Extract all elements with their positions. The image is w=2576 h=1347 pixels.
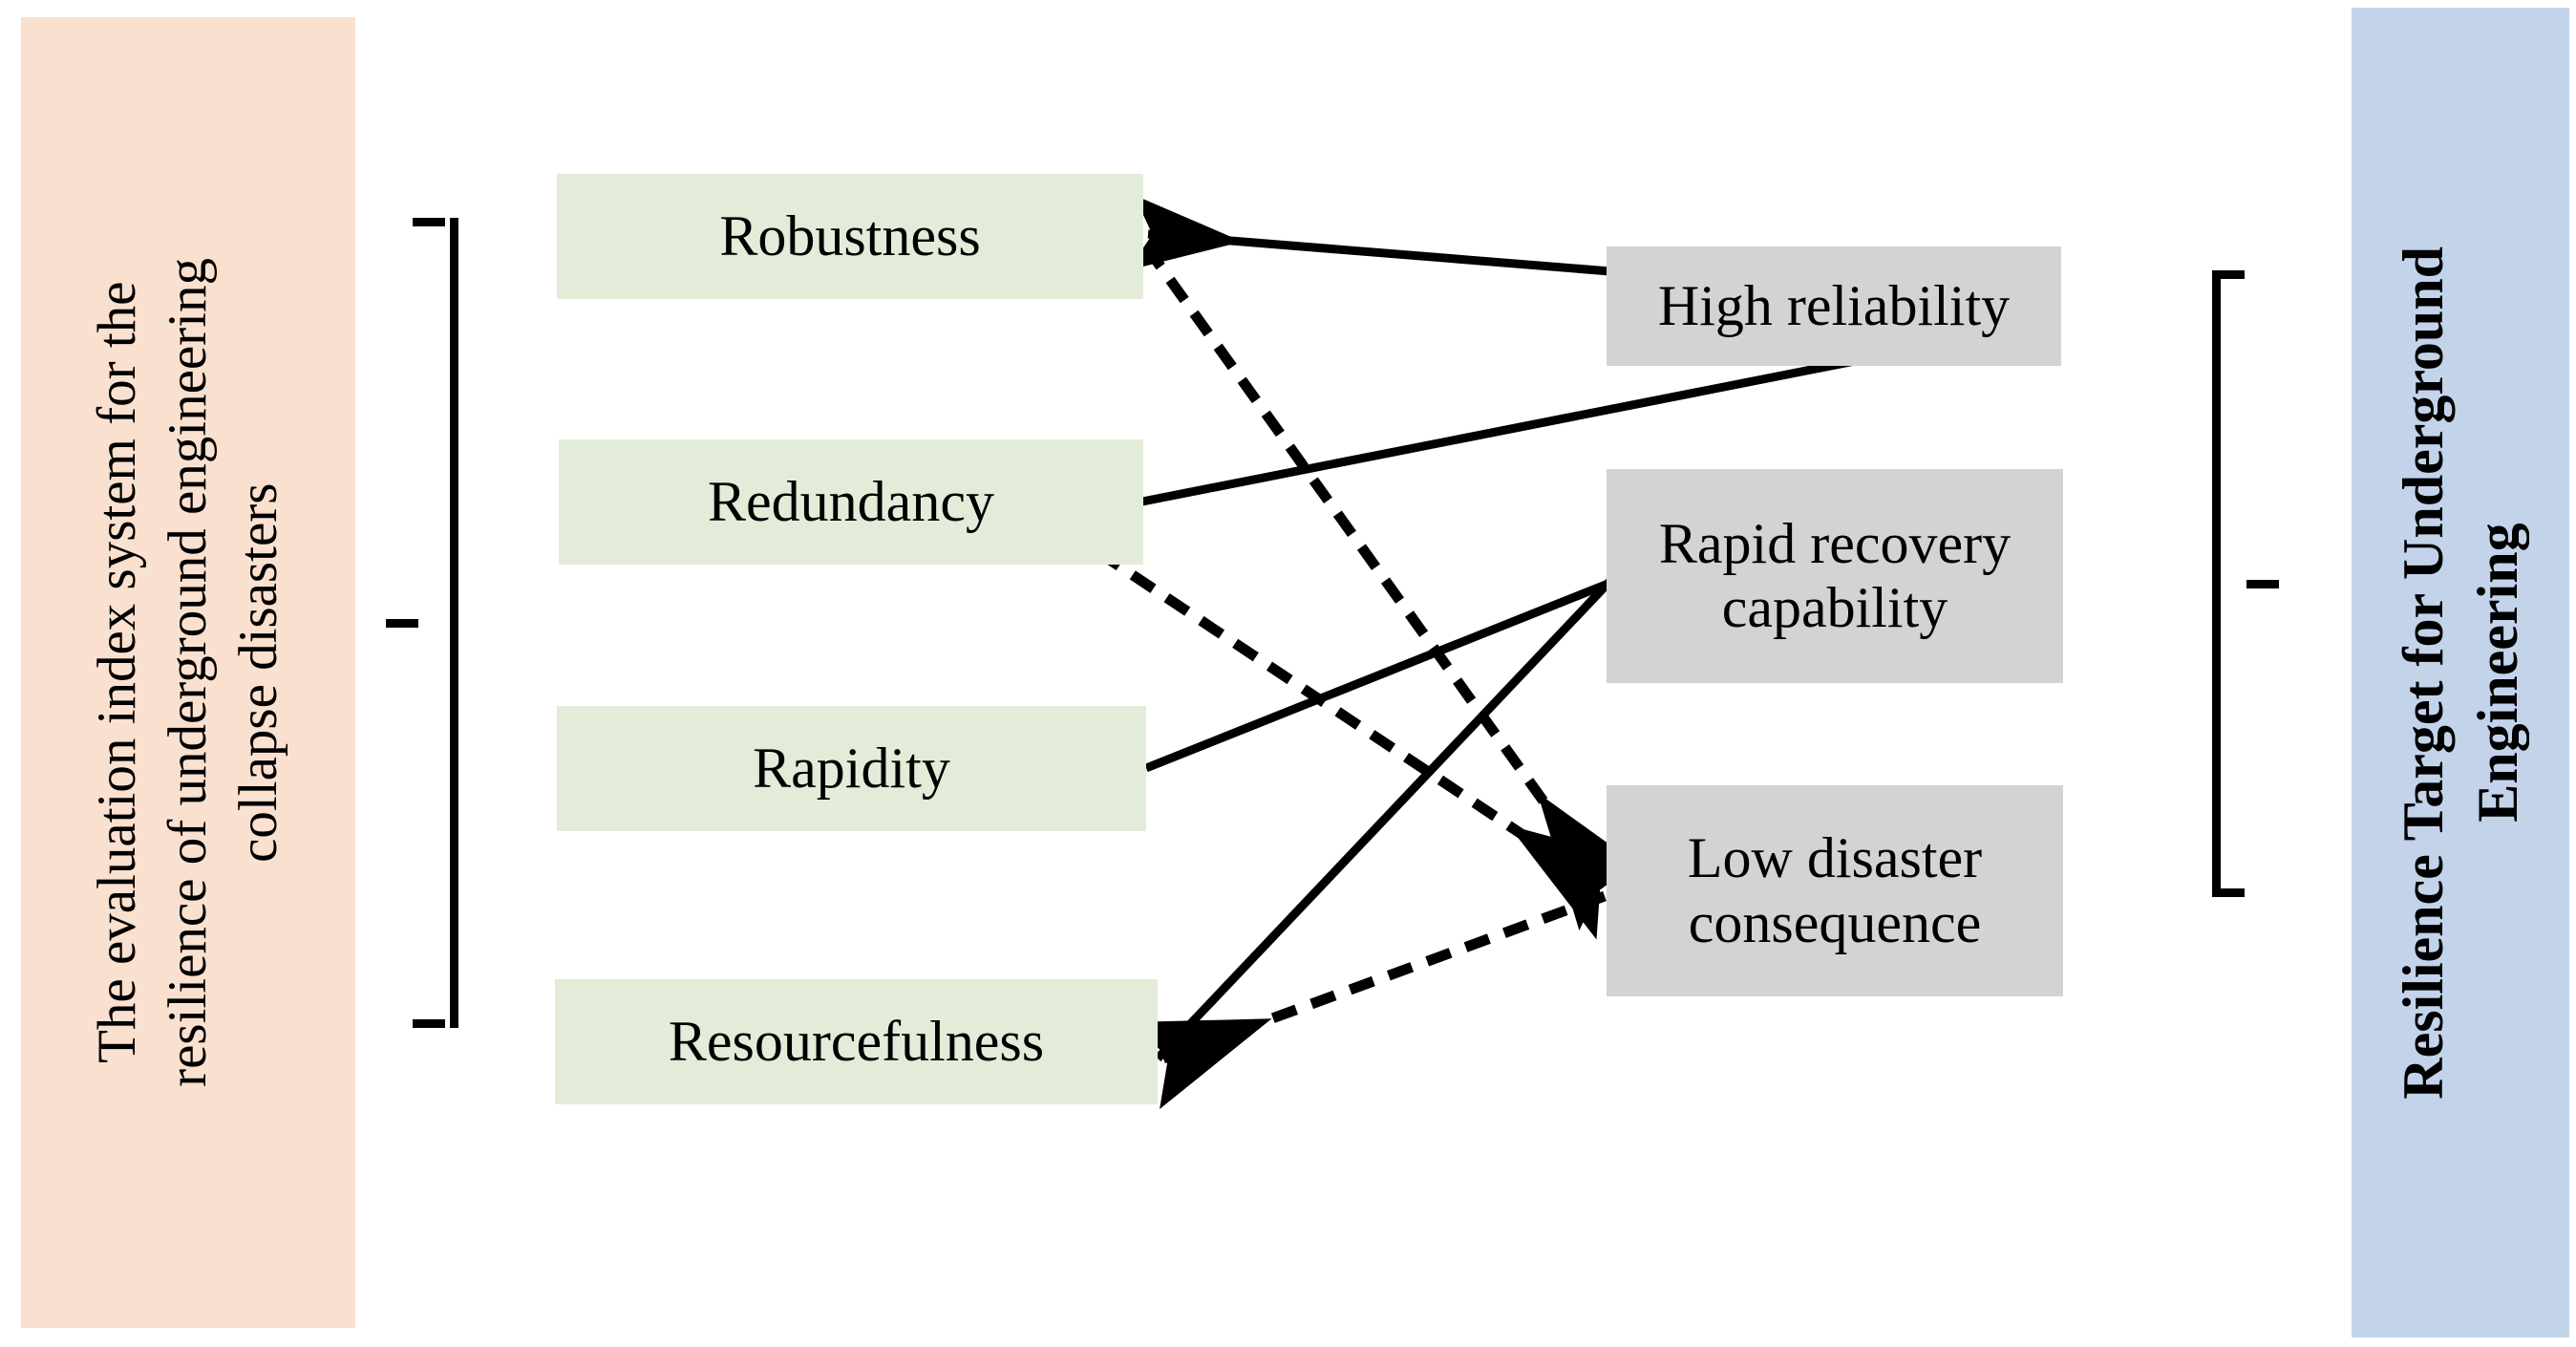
node-resourcefulness-label: Resourcefulness: [668, 1009, 1045, 1073]
connector-resourcefulness-rapid-recovery: [1154, 577, 1614, 1062]
node-high-reliability-label: High reliability: [1657, 273, 2011, 337]
node-high-reliability[interactable]: High reliability: [1607, 246, 2061, 366]
bracket-stem: [2212, 270, 2221, 897]
bracket-stem: [450, 218, 458, 1028]
resilience-target-bracket: [2212, 270, 2279, 897]
node-resourcefulness[interactable]: Resourcefulness: [555, 979, 1158, 1104]
node-rapidity[interactable]: Rapidity: [557, 706, 1146, 831]
connector-robustness-low-consequence: [1141, 243, 1655, 931]
bracket-arm-bottom: [2212, 888, 2245, 897]
index-system-bracket: [386, 218, 458, 1028]
node-redundancy-label: Redundancy: [708, 469, 994, 533]
bracket-arm-bottom: [413, 1019, 445, 1028]
bracket-tick: [386, 619, 418, 628]
node-robustness[interactable]: Robustness: [557, 174, 1143, 299]
node-low-disaster-consequence-label: Low disaster consequence: [1687, 826, 1983, 954]
resilience-target-panel-label: Resilience Target for Underground Engine…: [2392, 246, 2529, 1100]
node-rapidity-label: Rapidity: [753, 736, 950, 800]
resilience-target-panel: Resilience Target for Underground Engine…: [2352, 8, 2569, 1337]
index-system-panel: The evaluation index system for the resi…: [21, 17, 355, 1328]
node-robustness-label: Robustness: [719, 203, 981, 267]
node-redundancy[interactable]: Redundancy: [559, 439, 1143, 565]
node-rapid-recovery[interactable]: Rapid recovery capability: [1607, 469, 2063, 683]
bracket-arm-top: [2212, 270, 2245, 279]
connector-redundancy-low-consequence: [1095, 547, 1649, 940]
bracket-arm-top: [413, 218, 445, 226]
connector-resourcefulness-low-consequence: [1127, 890, 1607, 1110]
connector-rapidity-rapid-recovery: [1144, 578, 1612, 773]
node-low-disaster-consequence[interactable]: Low disaster consequence: [1607, 785, 2063, 996]
index-system-panel-label: The evaluation index system for the resi…: [86, 258, 289, 1087]
bracket-tick: [2246, 580, 2279, 588]
node-rapid-recovery-label: Rapid recovery capability: [1658, 511, 2012, 639]
